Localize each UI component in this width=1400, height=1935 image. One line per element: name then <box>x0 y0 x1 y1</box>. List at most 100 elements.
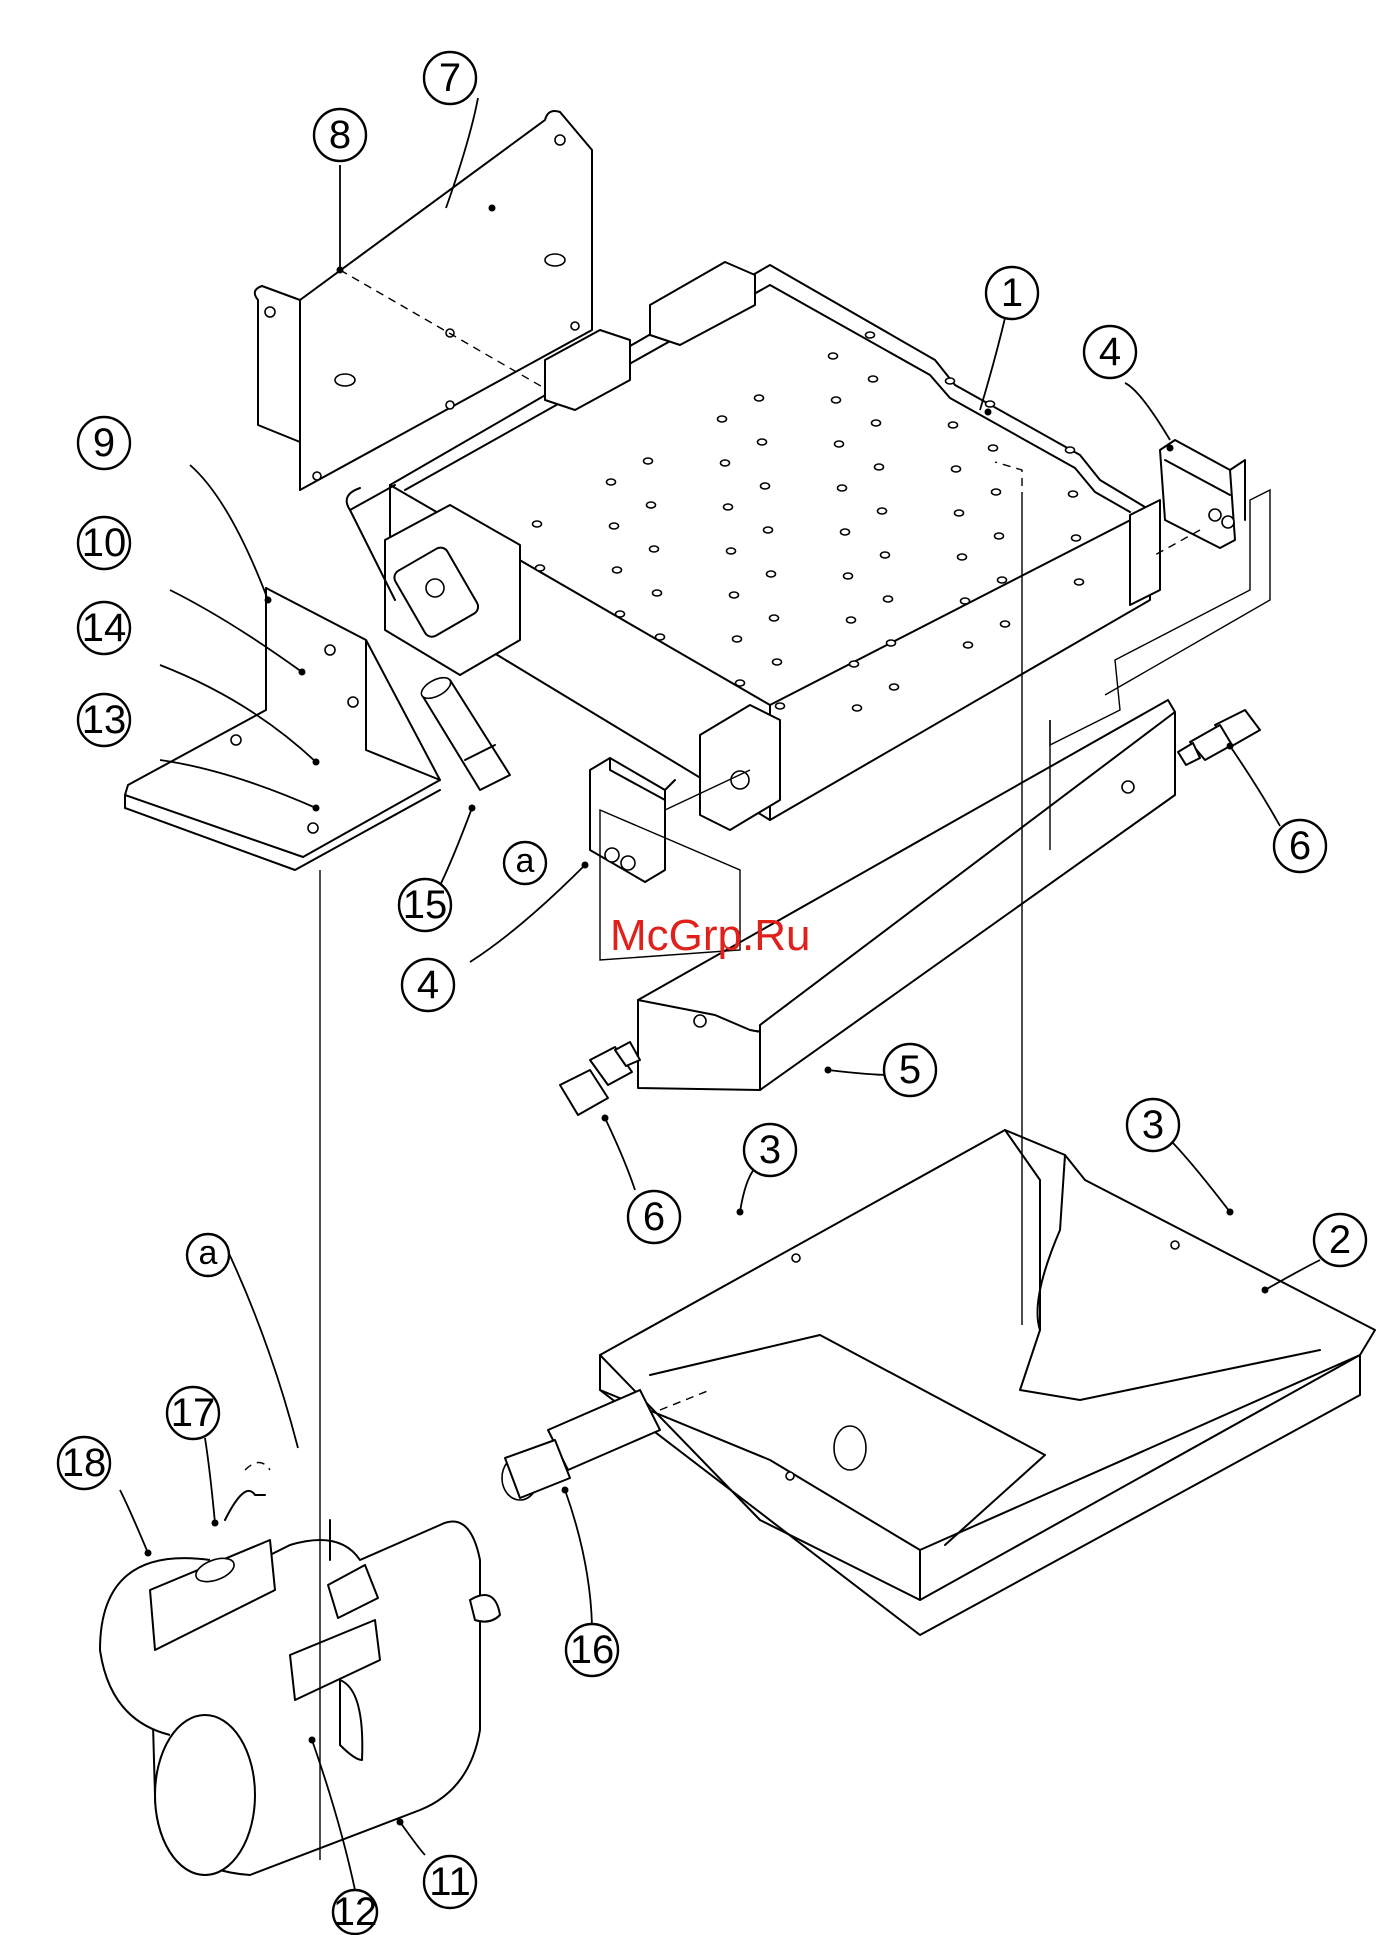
callout-label: 5 <box>899 1048 921 1092</box>
callout-11: 11 <box>424 1856 476 1908</box>
perforation-hole <box>767 571 776 577</box>
callout-4-lower: 4 <box>402 959 454 1011</box>
callout-9: 9 <box>78 417 130 469</box>
reference-a-lower: a <box>187 1234 229 1276</box>
perforation-hole <box>872 420 881 426</box>
perforation-hole <box>869 376 878 382</box>
perforation-hole <box>881 552 890 558</box>
callout-18: 18 <box>58 1437 110 1489</box>
perforation-hole <box>946 378 955 384</box>
callout-6-left: 6 <box>628 1191 680 1243</box>
callout-label: 17 <box>171 1391 216 1435</box>
perforation-hole <box>764 527 773 533</box>
callout-label: 8 <box>329 113 351 157</box>
callout-16: 16 <box>566 1624 618 1676</box>
perforation-hole <box>890 684 899 690</box>
callout-label: 11 <box>429 1860 471 1904</box>
perforation-hole <box>1001 621 1010 627</box>
perforation-hole <box>884 596 893 602</box>
perforation-hole <box>835 441 844 447</box>
callout-label: 9 <box>93 421 115 465</box>
callout-label: 14 <box>82 606 127 650</box>
perforation-hole <box>958 554 967 560</box>
perforation-hole <box>644 458 653 464</box>
perforation-hole <box>853 705 862 711</box>
part-4-bracket-upper <box>1160 440 1245 548</box>
perforation-hole <box>838 485 847 491</box>
reference-a-upper: a <box>504 842 546 884</box>
part-4-bracket-center <box>590 758 675 882</box>
perforation-hole <box>955 510 964 516</box>
perforation-hole <box>1072 535 1081 541</box>
callout-label: 16 <box>570 1628 615 1672</box>
perforation-hole <box>761 483 770 489</box>
perforation-hole <box>841 529 850 535</box>
callout-14: 14 <box>78 602 130 654</box>
callout-4-upper: 4 <box>1084 326 1136 378</box>
perforation-hole <box>656 634 665 640</box>
callout-label: 13 <box>82 698 127 742</box>
perforation-hole <box>1075 579 1084 585</box>
perforation-hole <box>776 703 785 709</box>
callout-3-right: 3 <box>1127 1099 1179 1151</box>
reference-label: a <box>516 842 535 880</box>
perforation-hole <box>866 332 875 338</box>
perforation-hole <box>887 640 896 646</box>
callout-label: 3 <box>759 1128 781 1172</box>
perforation-hole <box>653 590 662 596</box>
perforation-hole <box>755 395 764 401</box>
perforation-hole <box>721 460 730 466</box>
callout-label: 10 <box>82 521 127 565</box>
perforation-hole <box>832 397 841 403</box>
callout-5: 5 <box>884 1044 936 1096</box>
callout-3-left: 3 <box>744 1124 796 1176</box>
perforation-hole <box>736 680 745 686</box>
perforation-hole <box>650 546 659 552</box>
callout-label: 7 <box>439 56 461 100</box>
perforation-hole <box>536 565 545 571</box>
perforation-hole <box>850 661 859 667</box>
perforation-hole <box>610 523 619 529</box>
perforation-hole <box>952 466 961 472</box>
perforation-hole <box>949 422 958 428</box>
perforation-hole <box>998 577 1007 583</box>
callout-label: 6 <box>643 1195 665 1239</box>
perforation-hole <box>992 489 1001 495</box>
callout-15: 15 <box>399 879 451 931</box>
perforation-hole <box>995 533 1004 539</box>
perforation-hole <box>613 567 622 573</box>
callout-12: 12 <box>333 1890 378 1934</box>
perforation-hole <box>773 659 782 665</box>
callout-label: 18 <box>62 1441 107 1485</box>
perforation-hole <box>844 573 853 579</box>
callout-8: 8 <box>314 109 366 161</box>
callout-label: 2 <box>1329 1218 1351 1262</box>
callout-label: 15 <box>403 883 448 927</box>
perforation-hole <box>607 479 616 485</box>
callout-7: 7 <box>424 52 476 104</box>
callout-6-right: 6 <box>1274 820 1326 872</box>
perforation-hole <box>770 615 779 621</box>
perforation-hole <box>1069 491 1078 497</box>
callout-10: 10 <box>78 517 130 569</box>
perforation-hole <box>724 504 733 510</box>
watermark: McGrp.Ru <box>610 911 810 960</box>
callout-2: 2 <box>1314 1214 1366 1266</box>
part-6-fitting-right <box>1178 710 1260 765</box>
perforation-hole <box>647 502 656 508</box>
callout-1: 1 <box>986 267 1038 319</box>
perforation-hole <box>733 636 742 642</box>
perforation-hole <box>847 617 856 623</box>
callout-13: 13 <box>78 694 130 746</box>
perforation-hole <box>727 548 736 554</box>
perforation-hole <box>758 439 767 445</box>
perforation-hole <box>829 353 838 359</box>
callout-label: 12 <box>333 1890 378 1934</box>
callout-label: 3 <box>1142 1103 1164 1147</box>
perforation-hole <box>718 416 727 422</box>
callout-label: 4 <box>1099 330 1121 374</box>
perforation-hole <box>533 521 542 527</box>
perforation-hole <box>989 445 998 451</box>
perforation-hole <box>875 464 884 470</box>
